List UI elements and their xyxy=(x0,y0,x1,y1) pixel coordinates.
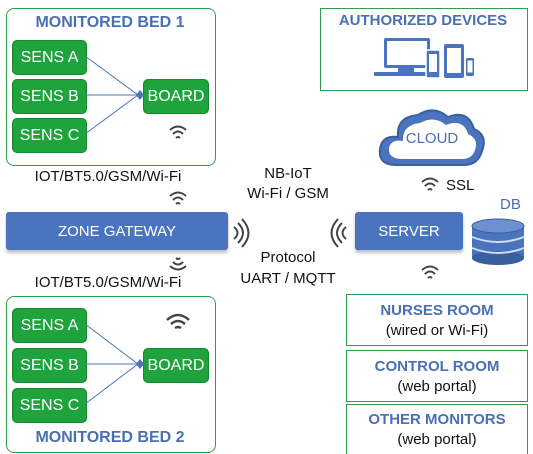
bed-1-title: MONITORED BED 1 xyxy=(35,14,185,31)
bed-2-wireless-icon xyxy=(166,313,190,330)
uart-mqtt-label: UART / MQTT xyxy=(240,270,336,287)
bed-2-sensor-b: SENS B xyxy=(12,348,87,383)
bed-2-sensor-a: SENS A xyxy=(12,308,87,343)
db-label: DB xyxy=(500,196,521,213)
control-room-panel: CONTROL ROOM (web portal) xyxy=(346,350,528,402)
bed-1-sensor-a: SENS A xyxy=(12,40,87,75)
link-label-bottom: IOT/BT5.0/GSM/Wi-Fi xyxy=(34,274,182,291)
bed-1-sensor-c: SENS C xyxy=(12,118,87,153)
zone-gateway: ZONE GATEWAY xyxy=(6,212,228,250)
other-monitors-subtitle: (web portal) xyxy=(397,431,477,448)
nbiot-label: NB-IoT xyxy=(264,165,312,182)
gateway-right-wireless-icon xyxy=(233,218,250,248)
control-room-title: CONTROL ROOM xyxy=(374,357,500,375)
database-icon xyxy=(471,218,525,265)
other-monitors-title: OTHER MONITORS xyxy=(368,411,506,428)
wifi-gsm-label: Wi-Fi / GSM xyxy=(247,185,329,202)
gateway-bottom-wireless-icon xyxy=(169,257,187,271)
cloud-icon xyxy=(378,109,485,166)
server-bottom-wireless-icon xyxy=(421,265,439,279)
gateway-top-wireless-icon xyxy=(169,191,187,205)
server: SERVER xyxy=(355,212,463,250)
devices-icon xyxy=(374,38,474,79)
bed-1-sensor-b: SENS B xyxy=(12,79,87,114)
cloud-label: CLOUD xyxy=(405,130,459,147)
server-left-wireless-icon xyxy=(330,218,347,248)
link-label-top: IOT/BT5.0/GSM/Wi-Fi xyxy=(34,168,182,185)
bed-1-wireless-icon xyxy=(169,125,187,139)
nurses-room-panel: NURSES ROOM (wired or Wi-Fi) xyxy=(346,294,528,346)
nurses-room-title: NURSES ROOM xyxy=(380,301,494,319)
ssl-label: SSL xyxy=(446,177,475,194)
nurses-room-subtitle: (wired or Wi-Fi) xyxy=(385,321,489,339)
other-monitors-panel: OTHER MONITORS (web portal) xyxy=(346,404,528,454)
bed-2-sensor-c: SENS C xyxy=(12,388,87,423)
ssl-wireless-icon xyxy=(421,177,439,191)
bed-2-title: MONITORED BED 2 xyxy=(35,429,185,446)
control-room-subtitle: (web portal) xyxy=(397,377,477,395)
protocol-label: Protocol xyxy=(260,249,316,266)
bed-1-board: BOARD xyxy=(143,79,209,114)
bed-2-board: BOARD xyxy=(143,348,209,383)
authorized-devices-title: AUTHORIZED DEVICES xyxy=(338,12,508,29)
